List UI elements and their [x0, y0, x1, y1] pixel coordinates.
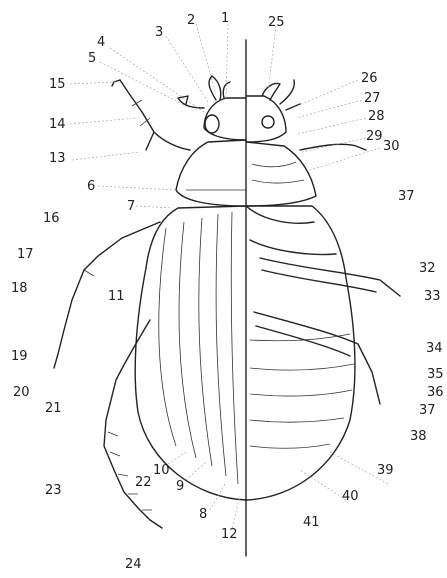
prosternum	[246, 142, 316, 206]
label-9: 9	[176, 479, 184, 494]
left-labels: 1 2 3 4 5 6 7 8 9 10 11 12 13 14 15 16 1…	[11, 11, 238, 572]
label-8: 8	[199, 507, 207, 522]
label-2: 2	[187, 13, 195, 28]
dorsal-half	[54, 76, 246, 528]
label-1: 1	[221, 11, 229, 26]
label-26: 26	[361, 71, 378, 86]
elytron	[135, 206, 246, 500]
label-27: 27	[364, 91, 381, 106]
label-41: 41	[303, 515, 320, 530]
label-19: 19	[11, 349, 28, 364]
label-37b: 37	[419, 403, 436, 418]
eye-dorsal	[205, 115, 219, 133]
label-37a: 37	[398, 189, 415, 204]
label-38: 38	[410, 429, 427, 444]
label-20: 20	[13, 385, 30, 400]
label-21: 21	[45, 401, 62, 416]
head-dorsal	[204, 98, 246, 140]
palp-ventral	[280, 80, 300, 110]
label-34: 34	[426, 341, 443, 356]
label-39: 39	[377, 463, 394, 478]
label-36: 36	[427, 385, 444, 400]
label-22: 22	[135, 475, 152, 490]
label-14: 14	[49, 117, 66, 132]
hindleg-ventral	[254, 312, 380, 404]
abdomen-ventral	[246, 206, 355, 500]
label-3: 3	[155, 25, 163, 40]
head-ventral	[246, 96, 286, 142]
eye-ventral	[262, 116, 274, 128]
label-24: 24	[125, 557, 142, 572]
label-40: 40	[342, 489, 359, 504]
mandible-ventral	[262, 84, 280, 101]
label-5: 5	[88, 51, 96, 66]
label-16: 16	[43, 211, 60, 226]
foreleg-dorsal	[120, 80, 190, 150]
label-11: 11	[108, 289, 125, 304]
label-25: 25	[268, 15, 285, 30]
antenna-dorsal	[178, 96, 204, 108]
label-23: 23	[45, 483, 62, 498]
label-10: 10	[153, 463, 170, 478]
label-15: 15	[49, 77, 66, 92]
label-7: 7	[127, 199, 135, 214]
hindleg-dorsal	[104, 320, 162, 528]
midleg-ventral	[260, 258, 400, 296]
mandible-dorsal	[209, 76, 221, 100]
label-12: 12	[221, 527, 238, 542]
label-28: 28	[368, 109, 385, 124]
label-6: 6	[87, 179, 95, 194]
label-17: 17	[17, 247, 34, 262]
label-30: 30	[383, 139, 400, 154]
label-29: 29	[366, 129, 383, 144]
right-labels: 25 26 27 28 29 30 37 32 33 34 35 36 37 3…	[268, 15, 444, 530]
midleg-dorsal	[54, 222, 160, 368]
label-33: 33	[424, 289, 441, 304]
label-32: 32	[419, 261, 436, 276]
label-18: 18	[11, 281, 28, 296]
label-13: 13	[49, 151, 66, 166]
label-35: 35	[427, 367, 444, 382]
leader-lines	[70, 24, 388, 528]
label-4: 4	[97, 35, 105, 50]
